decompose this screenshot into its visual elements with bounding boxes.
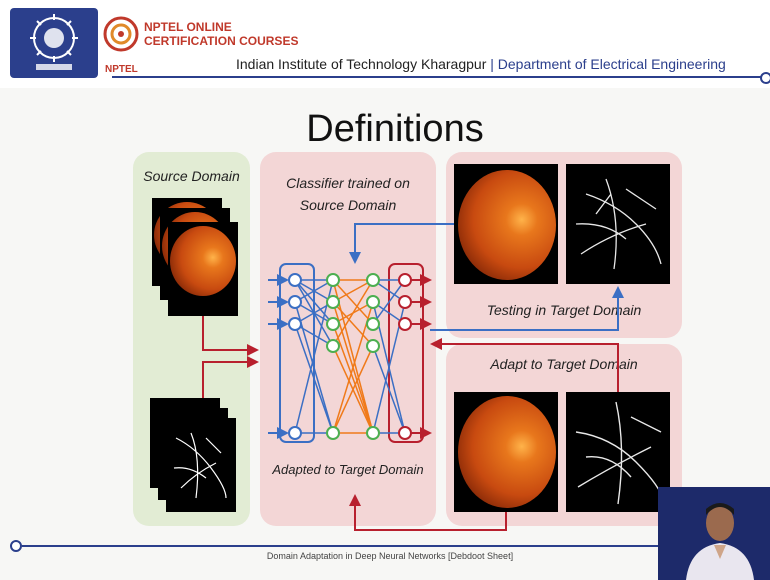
presenter-video [658,487,770,580]
footer-caption: Domain Adaptation in Deep Neural Network… [0,551,770,561]
footer-rule [22,545,658,547]
